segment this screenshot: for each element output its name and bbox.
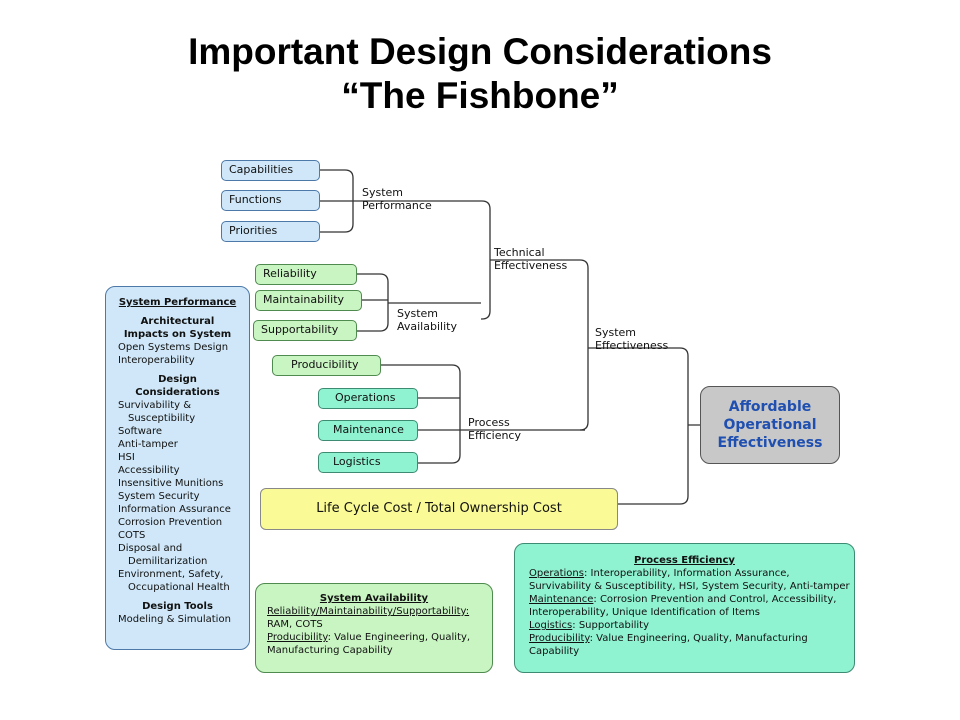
system-availability-panel: System Availability Reliability/Maintain… <box>255 583 493 673</box>
connector-availability <box>357 273 481 332</box>
panel-title-system-availability: System Availability <box>319 593 429 604</box>
reliability-box: Reliability <box>255 264 357 285</box>
title-line-1: Important Design Considerations <box>188 31 772 72</box>
capabilities-box: Capabilities <box>221 160 320 181</box>
connector-system-effectiveness <box>578 259 678 431</box>
heading-design-tools: Design Tools <box>142 601 213 612</box>
maintenance-box: Maintenance <box>318 420 418 441</box>
life-cycle-cost-bar: Life Cycle Cost / Total Ownership Cost <box>260 488 618 530</box>
panel-title-process-efficiency: Process Efficiency <box>634 555 735 566</box>
panel-title-system-performance: System Performance <box>118 297 237 308</box>
title-line-2: “The Fishbone” <box>341 75 619 116</box>
operations-box: Operations <box>318 388 418 409</box>
connector-technical <box>478 200 578 320</box>
supportability-box: Supportability <box>253 320 357 341</box>
priorities-box: Priorities <box>221 221 320 242</box>
connector-performance <box>320 169 478 233</box>
producibility-box: Producibility <box>272 355 381 376</box>
logistics-box: Logistics <box>318 452 418 473</box>
functions-box: Functions <box>221 190 320 211</box>
maintainability-box: Maintainability <box>255 290 362 311</box>
connector-process <box>381 364 585 464</box>
connector-spine <box>618 347 700 505</box>
process-efficiency-panel: Process Efficiency Operations: Interoper… <box>514 543 855 673</box>
